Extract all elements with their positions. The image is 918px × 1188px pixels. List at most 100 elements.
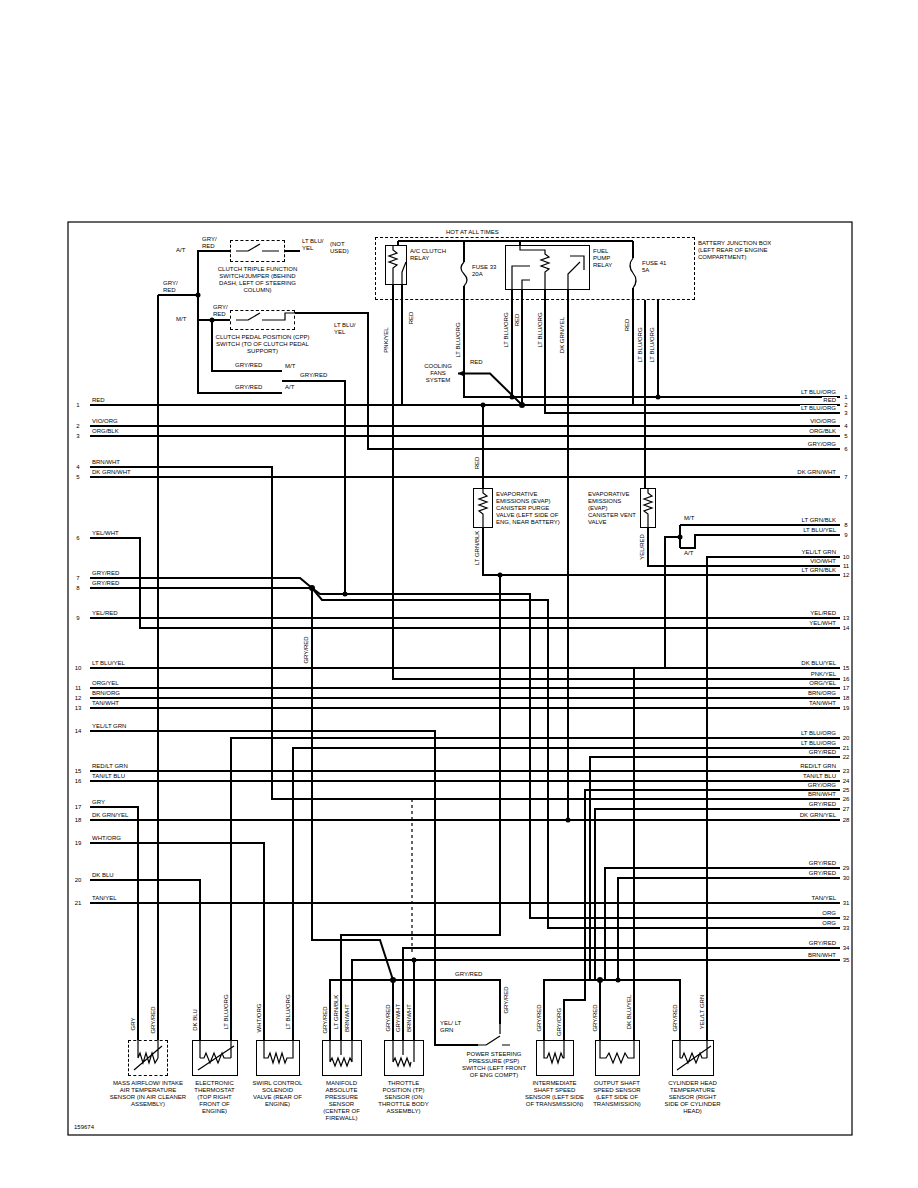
switch-box: CLUTCH TRIPLE FUNCTION SWITCH/JUMPER (BE… — [230, 240, 285, 262]
component-label: MASS AIRFLOW/ INTAKE AIR TEMPERATURE SEN… — [109, 1080, 187, 1108]
solenoid-coil — [479, 488, 487, 528]
wire-label: M/T — [683, 515, 695, 522]
shield-line — [411, 799, 412, 955]
wire-label: BRN/WHT — [91, 459, 121, 466]
wire-label: TAN/YEL — [91, 895, 118, 902]
wire-color-label: LT BLU/ORG — [503, 311, 510, 348]
wire-label: RED/LT GRN — [799, 763, 837, 770]
wire-color-label: GRY/RED — [503, 985, 510, 1014]
valve-box: EVAPORATIVE EMISSIONS (EVAP) CANISTER VE… — [640, 488, 656, 528]
splice-dot — [656, 395, 661, 400]
wire-color-label: LT BLU/ORG — [285, 993, 292, 1030]
wire — [90, 435, 840, 437]
splice-dot — [566, 818, 571, 823]
pin-number: 3 — [843, 410, 848, 417]
pin-number: 4 — [843, 423, 848, 430]
wire-color-label: WHT/ORG — [256, 1003, 263, 1034]
splice-dot — [616, 978, 621, 983]
wire — [634, 668, 840, 1040]
wire — [521, 290, 523, 405]
wire — [90, 780, 840, 782]
wire-group — [90, 241, 840, 1045]
wire-label: A/T — [684, 550, 693, 557]
pin-number: 15 — [74, 768, 83, 775]
sensor-box: THROTTLE POSITION (TP) SENSOR (ON THROTT… — [384, 1040, 424, 1076]
wire-color-label: GRY/RED — [536, 1003, 543, 1032]
wire-label: ORG/YEL — [91, 680, 120, 687]
sensor-box: MASS AIRFLOW/ INTAKE AIR TEMPERATURE SEN… — [128, 1040, 168, 1076]
pin-number: 21 — [842, 745, 851, 752]
pin-number: 18 — [74, 817, 83, 824]
sensor-box: OUTPUT SHAFT SPEED SENSOR (LEFT SIDE OF … — [595, 1040, 640, 1076]
wire-label: YEL/RED — [91, 610, 119, 617]
wire-label: GRY/RED — [234, 362, 263, 369]
relay-box: FUEL PUMP RELAY — [505, 245, 590, 290]
wire-label: RED — [822, 397, 837, 404]
pin-number: 1 — [843, 394, 848, 401]
pin-number: 34 — [842, 945, 851, 952]
wire-label: YEL/LT GRN — [801, 549, 837, 556]
wire — [90, 731, 478, 1045]
wire-label: M/T — [284, 363, 296, 370]
sensor-box: MANIFOLD ABSOLUTE PRESSURE SENSOR (CENTE… — [322, 1040, 362, 1076]
wire — [657, 300, 659, 397]
pin-number: 14 — [842, 625, 851, 632]
wire — [680, 535, 840, 548]
splice-dot — [343, 592, 348, 597]
thermistor-symbol — [198, 1040, 234, 1070]
thermostat-box: ELECTRONIC THERMOSTAT (TOP RIGHT FRONT O… — [192, 1040, 238, 1076]
junction-box: BATTERY JUNCTION BOX (LEFT REAR OF ENGIN… — [375, 237, 695, 300]
wire-label: GRY — [91, 799, 106, 806]
wire-label: YEL/LT GRN — [91, 723, 127, 730]
wire — [90, 843, 264, 1040]
frame — [68, 222, 852, 1135]
splice-dot — [498, 573, 503, 578]
wire-color-label: RED — [514, 313, 521, 328]
wire-label: ORG/YEL — [808, 680, 837, 687]
wire-label: TAN/LT BLU — [802, 773, 837, 780]
wire — [282, 381, 345, 594]
wire-label: LT GRN/BLK — [801, 567, 837, 574]
pin-number: 22 — [842, 754, 851, 761]
wire-label: GRY/RED — [91, 580, 120, 587]
wire — [90, 697, 840, 699]
thermistor-symbol — [677, 1040, 711, 1070]
pin-number: 8 — [75, 585, 80, 592]
pin-number: 9 — [75, 615, 80, 622]
wire-label: DK GRN/YEL — [799, 812, 837, 819]
wire-color-label: DK BLU — [192, 1008, 199, 1032]
wire-label: BRN/WHT — [807, 952, 837, 959]
component-label: EVAPORATIVE EMISSIONS (EVAP) CANISTER PU… — [496, 491, 560, 526]
wire-label: LT BLU/ YEL — [302, 238, 328, 252]
pin-number: 5 — [75, 474, 80, 481]
pin-number: 6 — [843, 446, 848, 453]
pin-number: 8 — [843, 522, 848, 529]
pin-number: 31 — [842, 900, 851, 907]
pin-number: 15 — [842, 665, 851, 672]
pin-number: 11 — [74, 685, 82, 692]
wire — [293, 748, 840, 1040]
connector — [458, 288, 633, 405]
pin-number: 30 — [842, 875, 851, 882]
wire-color-label: GRY/RED — [592, 1003, 599, 1032]
wire-label: ORG — [821, 910, 837, 917]
wire-color-label: GRY/RED — [150, 1005, 157, 1034]
wire — [600, 878, 840, 980]
wire-color-label: GRY/ORG — [556, 1007, 563, 1037]
wire — [618, 980, 680, 1040]
wire-label: YEL/WHT — [808, 620, 837, 627]
wire-label: LT BLU/ YEL — [334, 322, 360, 336]
wire-label: HOT AT ALL TIMES — [445, 229, 500, 236]
wire-label: M/T — [175, 316, 187, 323]
connector-line — [458, 288, 633, 405]
arrowhead — [458, 371, 464, 377]
wire-label: VIO/ORG — [91, 418, 119, 425]
splice-dot — [678, 535, 683, 540]
wire-label: RED — [91, 397, 106, 404]
wire-label: GRY/RED — [808, 940, 837, 947]
valve-box: SWIRL CONTROL SOLENOID VALVE (REAR OF EN… — [256, 1040, 300, 1076]
fuse-box: FUSE 33 20A — [458, 262, 470, 286]
wire-label: LT BLU/YEL — [91, 660, 126, 667]
wire — [341, 575, 500, 1040]
